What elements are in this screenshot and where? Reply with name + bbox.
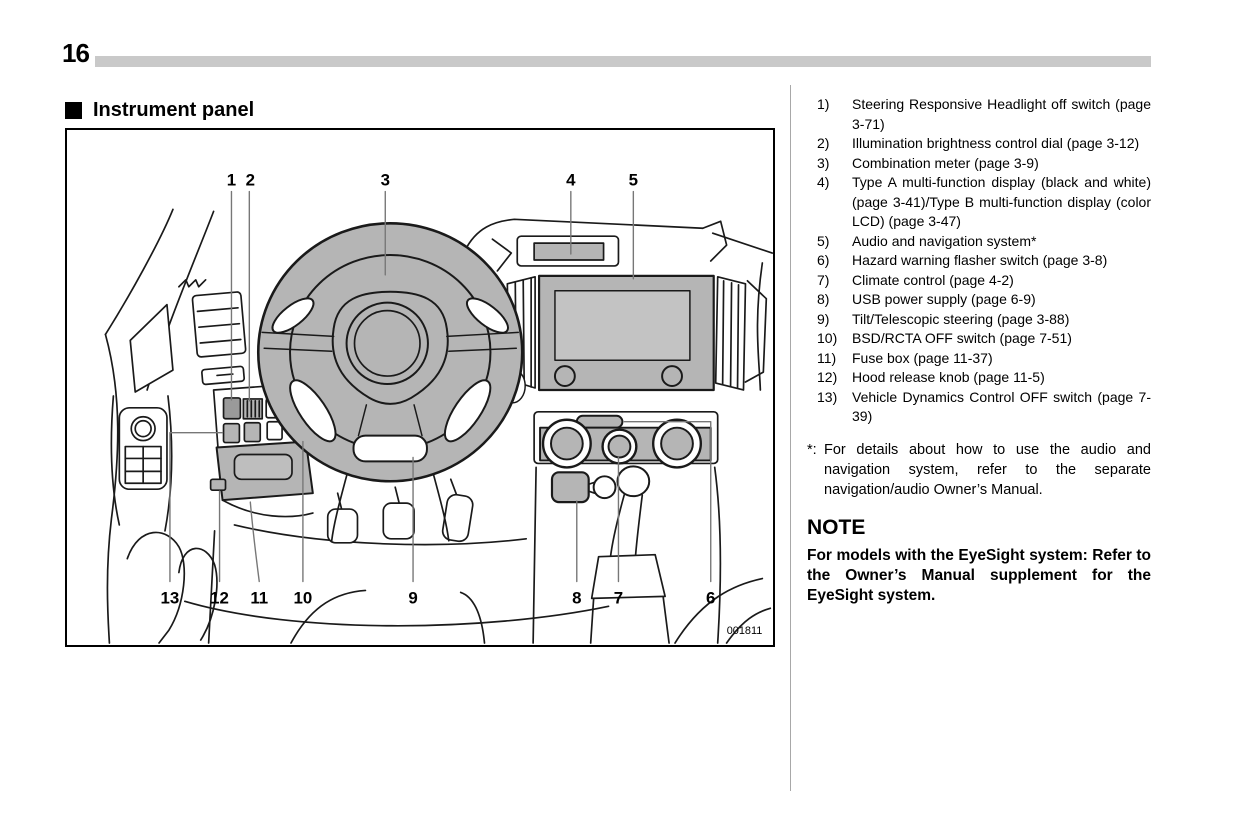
center-console <box>532 465 772 644</box>
steering-column <box>330 471 349 542</box>
callout-6: 6 <box>706 588 715 607</box>
side-air-vent <box>191 291 247 386</box>
callout-9: 9 <box>408 588 417 607</box>
page-number: 16 <box>62 38 90 68</box>
legend-item: 10)BSD/RCTA OFF switch (page 7-51) <box>817 330 1072 346</box>
section-heading: Instrument panel <box>65 99 254 122</box>
section-square-icon <box>65 102 82 119</box>
navigation-unit <box>506 262 768 392</box>
fuse-box-panel <box>209 440 314 518</box>
callout-5: 5 <box>629 171 638 190</box>
legend-item: 13)Vehicle Dynamics Control OFF switch (… <box>817 388 1151 425</box>
hood-release-knob <box>209 478 227 492</box>
callout-11: 11 <box>250 588 268 607</box>
callout-8: 8 <box>572 588 581 607</box>
legend-item: 2)Illumination brightness control dial (… <box>817 135 1140 151</box>
legend-item: 8)USB power supply (page 6-9) <box>817 291 1036 307</box>
climate-control-panel <box>533 410 719 469</box>
legend-item: 6)Hazard warning flasher switch (page 3-… <box>817 252 1108 268</box>
headlight-off-switch <box>222 397 242 420</box>
legend-item: 7)Climate control (page 4-2) <box>817 271 1014 288</box>
instrument-panel-figure: 1 2 3 4 5 13 12 11 10 9 8 7 6 001811 <box>65 128 775 647</box>
gear-shifter <box>589 465 670 644</box>
callout-numbers: 1 2 3 4 5 13 12 11 10 9 8 7 6 <box>161 171 716 608</box>
pedals <box>183 478 610 644</box>
callout-12: 12 <box>210 588 229 607</box>
steering-wheel <box>256 221 524 483</box>
callout-13: 13 <box>161 588 180 607</box>
navigation-screen <box>554 290 691 361</box>
multi-function-display <box>533 242 605 261</box>
legend-item: 4)Type A multi-function display (black a… <box>817 174 1151 229</box>
illumination-dial <box>242 398 264 420</box>
callout-7: 7 <box>614 588 623 607</box>
callout-1: 1 <box>227 171 236 190</box>
callout-2: 2 <box>246 171 255 190</box>
note-title: NOTE <box>807 515 866 539</box>
callout-4: 4 <box>566 171 576 190</box>
callout-10: 10 <box>294 588 313 607</box>
footnote-marker: *: <box>807 441 817 458</box>
note-body: For models with the EyeSight system: Ref… <box>807 546 1151 604</box>
legend-item: 1)Steering Responsive Headlight off swit… <box>817 96 1151 132</box>
footnote: *: For details about how to use the audi… <box>807 440 1151 500</box>
legend-item: 5)Audio and navigation system* <box>817 232 1037 249</box>
column-divider <box>790 85 791 791</box>
a-pillar <box>104 208 215 644</box>
legend-column: 1)Steering Responsive Headlight off swit… <box>807 95 1151 606</box>
callout-leader-lines <box>169 190 712 583</box>
callout-3: 3 <box>381 171 390 190</box>
legend-item: 12)Hood release knob (page 11-5) <box>817 369 1045 385</box>
footnote-text: For details about how to use the audio a… <box>824 441 1151 498</box>
mfd-hood <box>463 218 773 272</box>
section-title: Instrument panel <box>93 99 255 121</box>
legend-item: 11)Fuse box (page 11-37) <box>817 349 993 366</box>
usb-compartment <box>550 471 590 504</box>
vdc-off-switch <box>222 422 241 444</box>
figure-code: 001811 <box>727 625 763 637</box>
legend-item: 3)Combination meter (page 3-9) <box>817 154 1039 171</box>
instrument-panel-diagram: 1 2 3 4 5 13 12 11 10 9 8 7 6 001811 <box>104 171 773 644</box>
legend-item: 9)Tilt/Telescopic steering (page 3-88) <box>817 310 1070 327</box>
header-rule <box>95 56 1151 67</box>
